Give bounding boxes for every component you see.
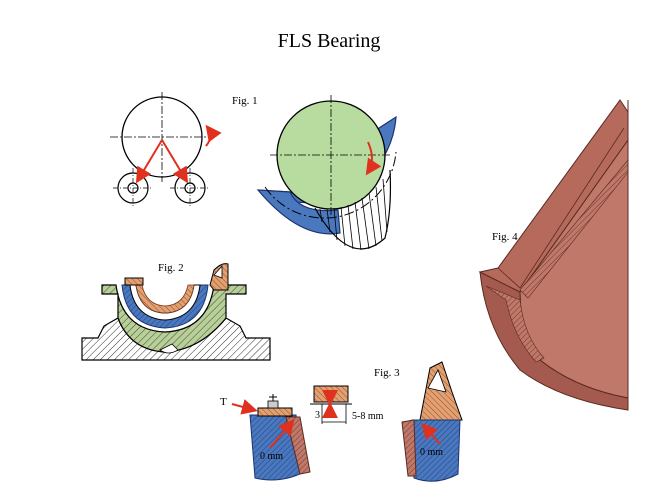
fig2-housing [81, 263, 271, 361]
fig4-cone [478, 99, 629, 411]
label-t: T [220, 396, 227, 408]
page-title: FLS Bearing [277, 30, 381, 52]
fig3-label: Fig. 3 [374, 367, 400, 379]
fig1-bearing [256, 95, 397, 251]
fig4-label: Fig. 4 [492, 231, 518, 243]
label-three: 3 [315, 410, 320, 421]
fig1-schematic [110, 92, 222, 208]
label-gap: 5-8 mm [352, 411, 384, 422]
fig3-detail [231, 361, 463, 482]
fig1-label: Fig. 1 [232, 95, 258, 107]
label-zero-right: 0 mm [420, 447, 443, 458]
fig2-label: Fig. 2 [158, 262, 184, 274]
label-zero-left: 0 mm [260, 451, 283, 462]
